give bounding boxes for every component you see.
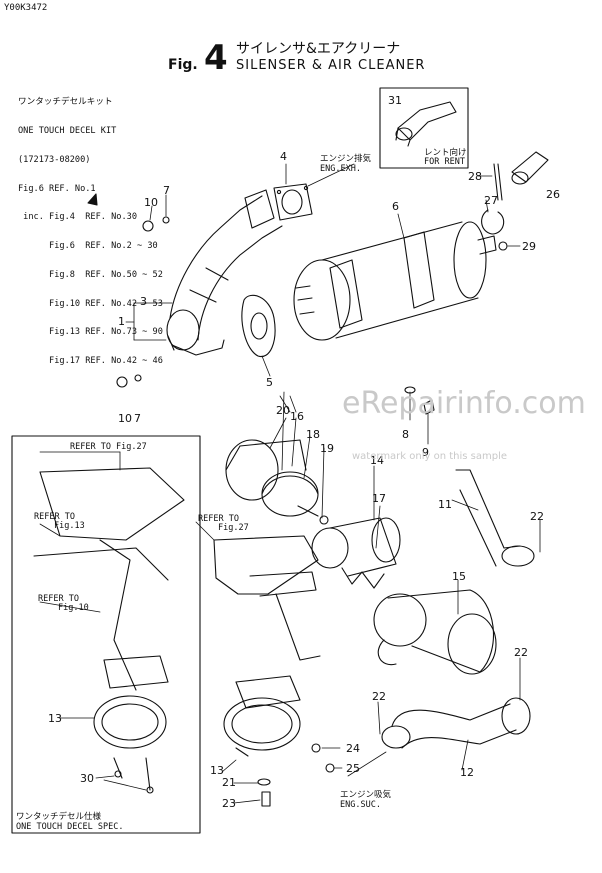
air-cleaner-element-illustration <box>311 517 401 589</box>
refer-fig10-label-line1: REFER TO <box>38 594 79 604</box>
muffler-6-illustration <box>293 221 497 341</box>
callout-9: 9 <box>422 446 429 459</box>
clamp-13-left-illustration <box>93 655 169 794</box>
kit-note-line: Fig.6 REF. No.1 <box>18 183 96 194</box>
pointer-arrow-icon <box>87 193 98 206</box>
callout-28: 28 <box>468 170 482 183</box>
callout-4: 4 <box>280 150 287 163</box>
exhaust-pipe-illustration <box>166 189 283 356</box>
callout-16: 16 <box>290 410 304 423</box>
watermark-subtext: watermark only on this sample <box>352 451 508 462</box>
refer-fig27-b-label-line1: REFER TO <box>198 514 239 524</box>
callout-25: 25 <box>346 762 360 775</box>
pipe-31-illustration <box>395 101 457 147</box>
callout-24: 24 <box>346 742 360 755</box>
kit-note-line: Fig.8 REF. No.50 ~ 52 <box>18 269 163 280</box>
callout-22-lower: 22 <box>372 690 386 703</box>
kit-note-line: Fig.17 REF. No.42 ~ 46 <box>18 356 163 367</box>
callout-20: 20 <box>276 404 290 417</box>
kit-note-line: Fig.13 REF. No.73 ~ 90 <box>18 327 163 338</box>
callout-10-lower: 10 <box>118 412 132 425</box>
hose-11-illustration <box>455 469 535 567</box>
callout-13-left: 13 <box>48 712 62 725</box>
gasket-5-illustration <box>241 294 276 358</box>
one-touch-decel-inset-box <box>11 435 201 834</box>
callout-30: 30 <box>80 772 94 785</box>
figure-prefix: Fig. <box>168 57 198 73</box>
kit-note-line: ONE TOUCH DECEL KIT <box>18 125 117 136</box>
eng-exh-jp-label: エンジン排気 <box>320 154 372 164</box>
hose-12-illustration <box>381 697 531 749</box>
callout-22-upper: 22 <box>530 510 544 523</box>
callout-26: 26 <box>546 188 560 201</box>
document-code: Y00K3472 <box>4 3 48 13</box>
callout-18: 18 <box>306 428 320 441</box>
eng-suc-en-label: ENG.SUC. <box>340 800 381 810</box>
air-cleaner-body-illustration <box>373 589 497 675</box>
bolt-9-icon <box>423 399 435 415</box>
callout-11: 11 <box>438 498 452 511</box>
callout-27: 27 <box>484 194 498 207</box>
callout-22-mid: 22 <box>514 646 528 659</box>
bracket-right-illustration <box>213 535 321 661</box>
callout-17: 17 <box>372 492 386 505</box>
kit-note-line: inc. Fig.4 REF. No.30 <box>18 212 137 223</box>
nut-10-lower-icon <box>116 376 128 388</box>
kit-note-line: Fig.10 REF. No.42 ~ 53 <box>18 298 163 309</box>
callout-21: 21 <box>222 776 236 789</box>
kit-note-line: ワンタッチデセルキット <box>18 97 113 108</box>
callout-8: 8 <box>402 428 409 441</box>
eng-suc-jp-label: エンジン吸気 <box>340 790 392 800</box>
watermark-text: eRepairinfo.com <box>342 386 586 421</box>
kit-note: ワンタッチデセルキット ONE TOUCH DECEL KIT (172173-… <box>18 79 163 376</box>
callout-1: 1 <box>118 315 125 328</box>
tailpipe-group-illustration <box>481 151 549 251</box>
washer-7-lower-icon <box>134 374 142 382</box>
eng-exh-en-label: ENG.EXH. <box>320 164 361 174</box>
spec-jp-label: ワンタッチデセル仕様 <box>16 812 102 822</box>
callout-5: 5 <box>266 376 273 389</box>
kit-note-line: (172173-08200) <box>18 154 91 165</box>
clamp-13-right-illustration <box>223 675 335 807</box>
figure-title-en: SILENSER & AIR CLEANER <box>236 58 426 73</box>
callout-10-upper: 10 <box>144 196 158 209</box>
air-cleaner-band-illustration <box>225 439 329 525</box>
refer-fig13-label-line1: REFER TO <box>34 512 75 522</box>
refer-fig13-label-line2: Fig.13 <box>54 521 85 531</box>
callout-15: 15 <box>452 570 466 583</box>
refer-fig10-label-line2: Fig.10 <box>58 603 89 613</box>
for-rent-jp-label: レント向け <box>424 148 467 158</box>
leader-lines <box>39 163 541 804</box>
callout-12: 12 <box>460 766 474 779</box>
callout-13-right: 13 <box>210 764 224 777</box>
flange-4-illustration <box>273 183 313 221</box>
kit-note-line: Fig.6 REF. No.2 ~ 30 <box>18 241 158 252</box>
for-rent-inset-box <box>379 87 469 169</box>
callout-3: 3 <box>140 295 147 308</box>
callout-7-upper: 7 <box>163 184 170 197</box>
callout-23: 23 <box>222 797 236 810</box>
figure-number: 4 <box>204 38 228 78</box>
callout-7-lower: 7 <box>134 412 141 425</box>
refer-fig27-b-label-line2: Fig.27 <box>218 523 249 533</box>
callout-31: 31 <box>388 94 402 107</box>
callout-14: 14 <box>370 454 384 467</box>
for-rent-en-label: FOR RENT <box>424 157 465 167</box>
nut-10-icon <box>142 220 154 232</box>
bracket-left-illustration <box>33 467 185 691</box>
callout-29: 29 <box>522 240 536 253</box>
washer-7-icon <box>162 216 170 224</box>
callout-6: 6 <box>392 200 399 213</box>
figure-title-jp: サイレンサ&エアクリーナ <box>236 41 401 57</box>
refer-fig27-a-label: REFER TO Fig.27 <box>70 442 147 452</box>
spec-en-label: ONE TOUCH DECEL SPEC. <box>16 822 124 832</box>
callout-19: 19 <box>320 442 334 455</box>
